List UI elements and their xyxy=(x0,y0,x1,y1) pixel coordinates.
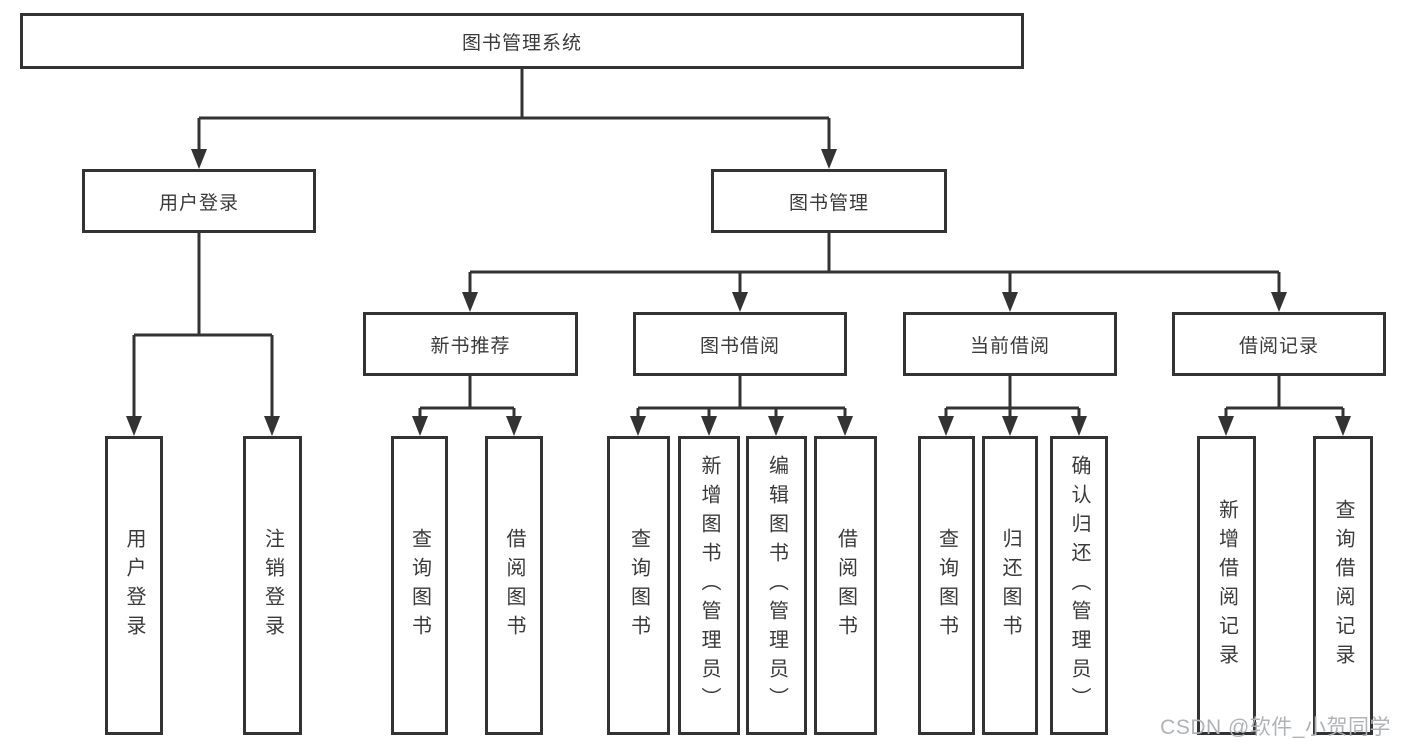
node-book-borrow: 图书借阅 xyxy=(633,312,847,376)
connector-new-book-trunk xyxy=(420,376,514,410)
leaf-add-book-admin-label: 新增图书（管理员） xyxy=(698,455,720,716)
leaf-query-books-2: 查询图书 xyxy=(607,436,670,735)
leaf-edit-book-admin-label: 编辑图书（管理员） xyxy=(765,455,788,716)
arrowhead xyxy=(191,149,207,169)
connector-new-book-drops xyxy=(418,408,516,419)
csdn-watermark: CSDN @软件_小贺同学 xyxy=(1160,716,1391,739)
arrowhead xyxy=(732,292,748,312)
leaf-logout: 注销登录 xyxy=(243,436,302,735)
leaf-query-books-3-label: 查询图书 xyxy=(935,527,958,644)
connector-borrow-records-drops xyxy=(1224,408,1345,419)
node-user-login-label: 用户登录 xyxy=(158,192,239,214)
leaf-borrow-books-1: 借阅图书 xyxy=(485,436,543,735)
node-new-book-recommend: 新书推荐 xyxy=(363,312,578,376)
arrowhead xyxy=(506,416,522,436)
leaf-confirm-return-admin-label: 确认归还（管理员） xyxy=(1068,455,1090,716)
leaf-user-login: 用户登录 xyxy=(105,436,163,735)
arrowhead xyxy=(1218,416,1234,436)
leaf-query-borrow-record: 查询借阅记录 xyxy=(1313,436,1373,735)
leaf-add-borrow-record: 新增借阅记录 xyxy=(1197,436,1256,735)
arrowhead xyxy=(938,416,954,436)
leaf-borrow-books-1-label: 借阅图书 xyxy=(503,527,525,644)
arrowhead xyxy=(1002,292,1018,312)
arrowhead xyxy=(821,149,837,169)
arrowhead xyxy=(1071,416,1087,436)
connector-current-borrow-trunk xyxy=(946,376,1079,410)
node-current-borrow: 当前借阅 xyxy=(903,312,1117,376)
leaf-return-book: 归还图书 xyxy=(982,436,1038,735)
leaf-return-book-label: 归还图书 xyxy=(999,527,1021,644)
arrowhead xyxy=(1271,292,1287,312)
arrowhead xyxy=(126,416,142,436)
node-current-borrow-label: 当前借阅 xyxy=(969,335,1050,357)
leaf-query-books-2-label: 查询图书 xyxy=(627,527,650,644)
arrowhead xyxy=(462,292,478,312)
node-book-management: 图书管理 xyxy=(711,169,947,233)
leaf-user-login-label: 用户登录 xyxy=(123,527,145,644)
leaf-edit-book-admin: 编辑图书（管理员） xyxy=(746,436,807,735)
leaf-borrow-books-2-label: 借阅图书 xyxy=(834,527,857,644)
arrowhead xyxy=(1002,416,1018,436)
connector-user-login-drops xyxy=(132,335,274,419)
leaf-logout-label: 注销登录 xyxy=(261,527,284,644)
arrowhead xyxy=(1335,416,1351,436)
node-borrow-records-label: 借阅记录 xyxy=(1238,335,1319,357)
connector-root-drops xyxy=(197,118,831,152)
leaf-query-books-3: 查询图书 xyxy=(918,436,975,735)
leaf-query-books-1-label: 查询图书 xyxy=(408,527,431,644)
leaf-add-borrow-record-label: 新增借阅记录 xyxy=(1215,498,1238,673)
connector-root-trunk xyxy=(199,69,829,120)
connector-book-management-drops xyxy=(468,272,1281,295)
leaf-query-books-1: 查询图书 xyxy=(391,436,448,735)
arrowhead xyxy=(768,416,784,436)
node-user-login: 用户登录 xyxy=(82,169,316,233)
leaf-borrow-books-2: 借阅图书 xyxy=(814,436,877,735)
connector-book-borrow-drops xyxy=(636,408,847,419)
arrowheads xyxy=(126,149,1351,436)
arrowhead xyxy=(412,416,428,436)
connector-book-management-trunk xyxy=(470,233,1279,274)
node-root-label: 图书管理系统 xyxy=(461,32,582,54)
connector-user-login-trunk xyxy=(134,233,272,337)
node-borrow-records: 借阅记录 xyxy=(1172,312,1386,376)
connector-borrow-records-trunk xyxy=(1226,376,1343,410)
arrowhead xyxy=(630,416,646,436)
arrowhead xyxy=(701,416,717,436)
node-book-management-label: 图书管理 xyxy=(788,192,869,214)
connector-book-borrow-trunk xyxy=(638,376,845,410)
leaf-confirm-return-admin: 确认归还（管理员） xyxy=(1050,436,1108,735)
node-root: 图书管理系统 xyxy=(20,13,1024,69)
leaf-query-borrow-record-label: 查询借阅记录 xyxy=(1332,498,1354,673)
leaf-add-book-admin: 新增图书（管理员） xyxy=(678,436,740,735)
arrowhead xyxy=(264,416,280,436)
node-new-book-recommend-label: 新书推荐 xyxy=(430,335,511,357)
arrowhead xyxy=(837,416,853,436)
node-book-borrow-label: 图书借阅 xyxy=(699,335,780,357)
